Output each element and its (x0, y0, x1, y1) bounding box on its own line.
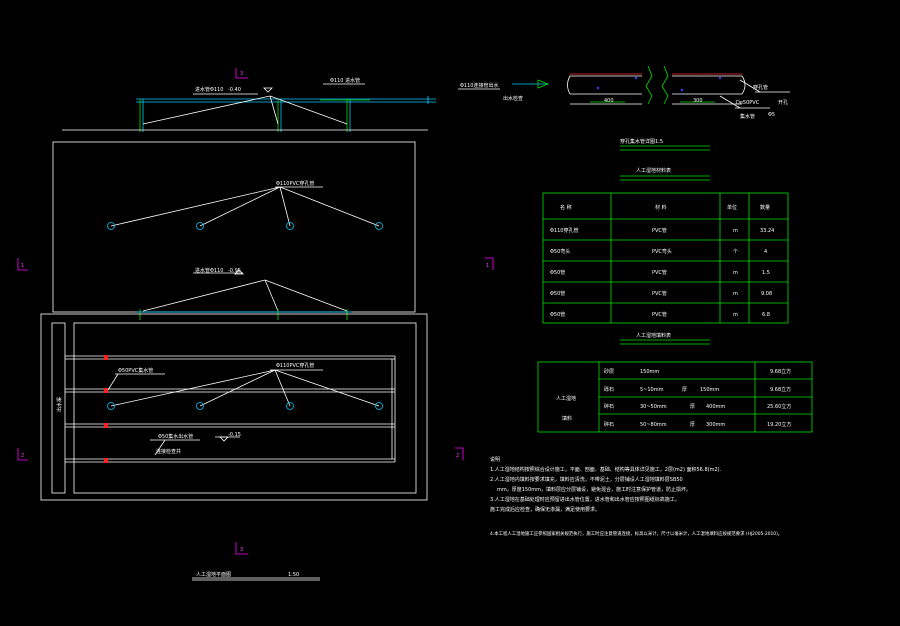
label-collect: Φ50PVC集水管 (118, 367, 153, 374)
upper-tank (52, 83, 500, 313)
label-inlet-mid: Φ110 进水管 (330, 77, 360, 84)
cell-table1-rows-1-1: PVC弯头 (652, 248, 672, 255)
section-mark-top: 3 (240, 71, 243, 77)
label-side-channel: 出水渠 (56, 397, 63, 412)
cell-table1-rows-3-2: m (733, 291, 738, 297)
section-mark-bottom: 3 (240, 547, 243, 553)
cell-table2-rows-2-0: 碎石 (604, 403, 614, 410)
label-inlet-middle: 进水管Φ110 (195, 267, 223, 274)
cell-table2-rows-2-4: 400mm (706, 404, 725, 410)
cell-table2-rows-3-3: 厚 (690, 422, 695, 428)
section-mark-left-upper: 1 (21, 263, 24, 269)
table1-h3: 数量 (760, 204, 770, 211)
cell-table2-rows-1-1: 5~10mm (640, 387, 664, 393)
detail-dim-right: 300 (693, 98, 703, 104)
section-mark-right-lower: 2 (456, 453, 459, 459)
filler-table (537, 361, 813, 433)
table2-group2: 填料 (562, 415, 572, 422)
lower-tank (40, 313, 428, 501)
table2-title: 人工湿地填料表 (636, 332, 671, 339)
notes-line-2: 2.人工湿地内填料按要求填充，填料应清洗，不带泥土，分层铺设人工湿地填料层SB5… (490, 476, 683, 483)
table1-title: 人工湿地材料表 (636, 167, 671, 174)
cell-table2-rows-1-4: 150mm (700, 387, 719, 393)
cell-table2-rows-2-1: 30~50mm (640, 404, 667, 410)
detail-extra: 穿孔管 (753, 84, 768, 91)
cell-table1-rows-0-0: Φ110穿孔管 (550, 227, 578, 234)
cell-table2-rows-0-5: 9.68立方 (770, 368, 791, 375)
cell-table1-rows-3-3: 9.08 (761, 291, 772, 297)
detail-extra2: 集水管 (740, 113, 755, 120)
cell-table1-rows-2-0: Φ50管 (550, 269, 565, 276)
elev-top: -0.40 (228, 87, 241, 93)
label-connect: Φ110连接管出水 (460, 82, 498, 89)
cell-table1-rows-1-2: 个 (733, 249, 738, 255)
cell-table1-rows-4-2: m (733, 312, 738, 318)
cell-table1-rows-1-0: Φ50弯头 (550, 248, 570, 255)
material-table (542, 192, 789, 345)
table1-h1: 材 料 (655, 204, 667, 211)
cell-table2-rows-2-5: 25.60立方 (767, 403, 791, 410)
elev-low: -0.15 (228, 432, 241, 438)
cell-table2-rows-2-3: 厚 (690, 404, 695, 410)
cell-table2-rows-1-0: 砾石 (604, 386, 614, 393)
cell-table2-rows-1-5: 9.68立方 (770, 386, 791, 393)
notes-line-4: 3.人工湿地在基础处理时应预留进出水管位置，进水管和出水管应按照图纸标高施工， (490, 496, 680, 503)
cell-table1-rows-0-3: 33.24 (760, 228, 774, 234)
label-distrib-lower: Φ110PVC穿孔管 (276, 362, 314, 369)
cell-table1-rows-4-1: PVC管 (652, 311, 667, 318)
cell-table1-rows-1-3: 4 (764, 249, 767, 255)
notes-line-3: mm，厚度150mm，填料层应分层铺设，避免混合，施工时注意保护管道，防止损坏。 (497, 486, 691, 493)
cell-table1-rows-2-3: 1.5 (762, 270, 770, 276)
middle-pipes (137, 269, 352, 320)
detail-left-label: 出水检查 (503, 95, 523, 102)
detail-caption: 穿孔集水管详图1:5 (620, 138, 663, 145)
notes-line-5: 施工完成后应检查，确保无渗漏，满足使用要求。 (490, 506, 600, 513)
cell-table1-rows-4-3: 6.8 (762, 312, 770, 318)
detail-pipe-note: De50PVC (736, 100, 760, 106)
cell-table2-rows-0-0: 砂层 (604, 368, 614, 375)
cell-table1-rows-3-1: PVC管 (652, 290, 667, 297)
cell-table1-rows-0-2: m (733, 228, 738, 234)
label-distrib-upper: Φ110PVC穿孔管 (276, 180, 314, 187)
section-mark-right-upper: 1 (486, 263, 489, 269)
pipe-detail (512, 65, 790, 181)
cell-table2-rows-1-3: 厚 (682, 387, 687, 393)
cell-table1-rows-2-1: PVC管 (652, 269, 667, 276)
label-outlet: Φ50集水出水管 (158, 433, 193, 440)
elev-mid: -0.95 (228, 268, 241, 274)
cell-table1-rows-4-0: Φ50管 (550, 311, 565, 318)
cell-table2-rows-3-5: 19.20立方 (767, 421, 791, 428)
table2-group: 人工湿地 (556, 395, 576, 402)
notes-line-1: 1.人工湿地结构按照综合设计施工，平面、剖面、基础、结构等具体详见施工，2层(m… (490, 466, 722, 473)
detail-dia: Φ5 (768, 112, 775, 118)
cell-table1-rows-2-2: m (733, 270, 738, 276)
cell-table2-rows-0-2: 150mm (640, 369, 659, 375)
annotations: 进水管Φ110 -0.40 Φ110 进水管 Φ110连接管出水 Φ110PVC… (21, 71, 791, 578)
table1-h2: 单位 (727, 204, 737, 211)
detail-dim-left: 400 (604, 98, 614, 104)
cell-table2-rows-3-1: 50~80mm (640, 422, 667, 428)
notes-line-6: 4.本工程人工湿地施工应参照国家相关规范执行，施工时应注意管道连接，标高以米计，… (490, 530, 782, 537)
cell-table2-rows-3-4: 300mm (706, 422, 725, 428)
table1-h0: 名 称 (560, 204, 572, 211)
drawing-scale: 1:50 (288, 572, 299, 578)
cell-table2-rows-3-0: 碎石 (604, 421, 614, 428)
section-marks (17, 68, 494, 555)
cell-table1-rows-0-1: PVC管 (652, 227, 667, 234)
drawing-caption: 人工湿地平面图 (196, 571, 231, 578)
notes-heading: 说明 (490, 456, 500, 463)
label-inlet-top: 进水管Φ110 (195, 86, 223, 93)
detail-pipe-note2: 开孔 (778, 99, 788, 106)
label-outlet2: 连接检查井 (156, 448, 181, 455)
section-mark-left-lower: 2 (21, 453, 24, 459)
cell-table1-rows-3-0: Φ50管 (550, 290, 565, 297)
